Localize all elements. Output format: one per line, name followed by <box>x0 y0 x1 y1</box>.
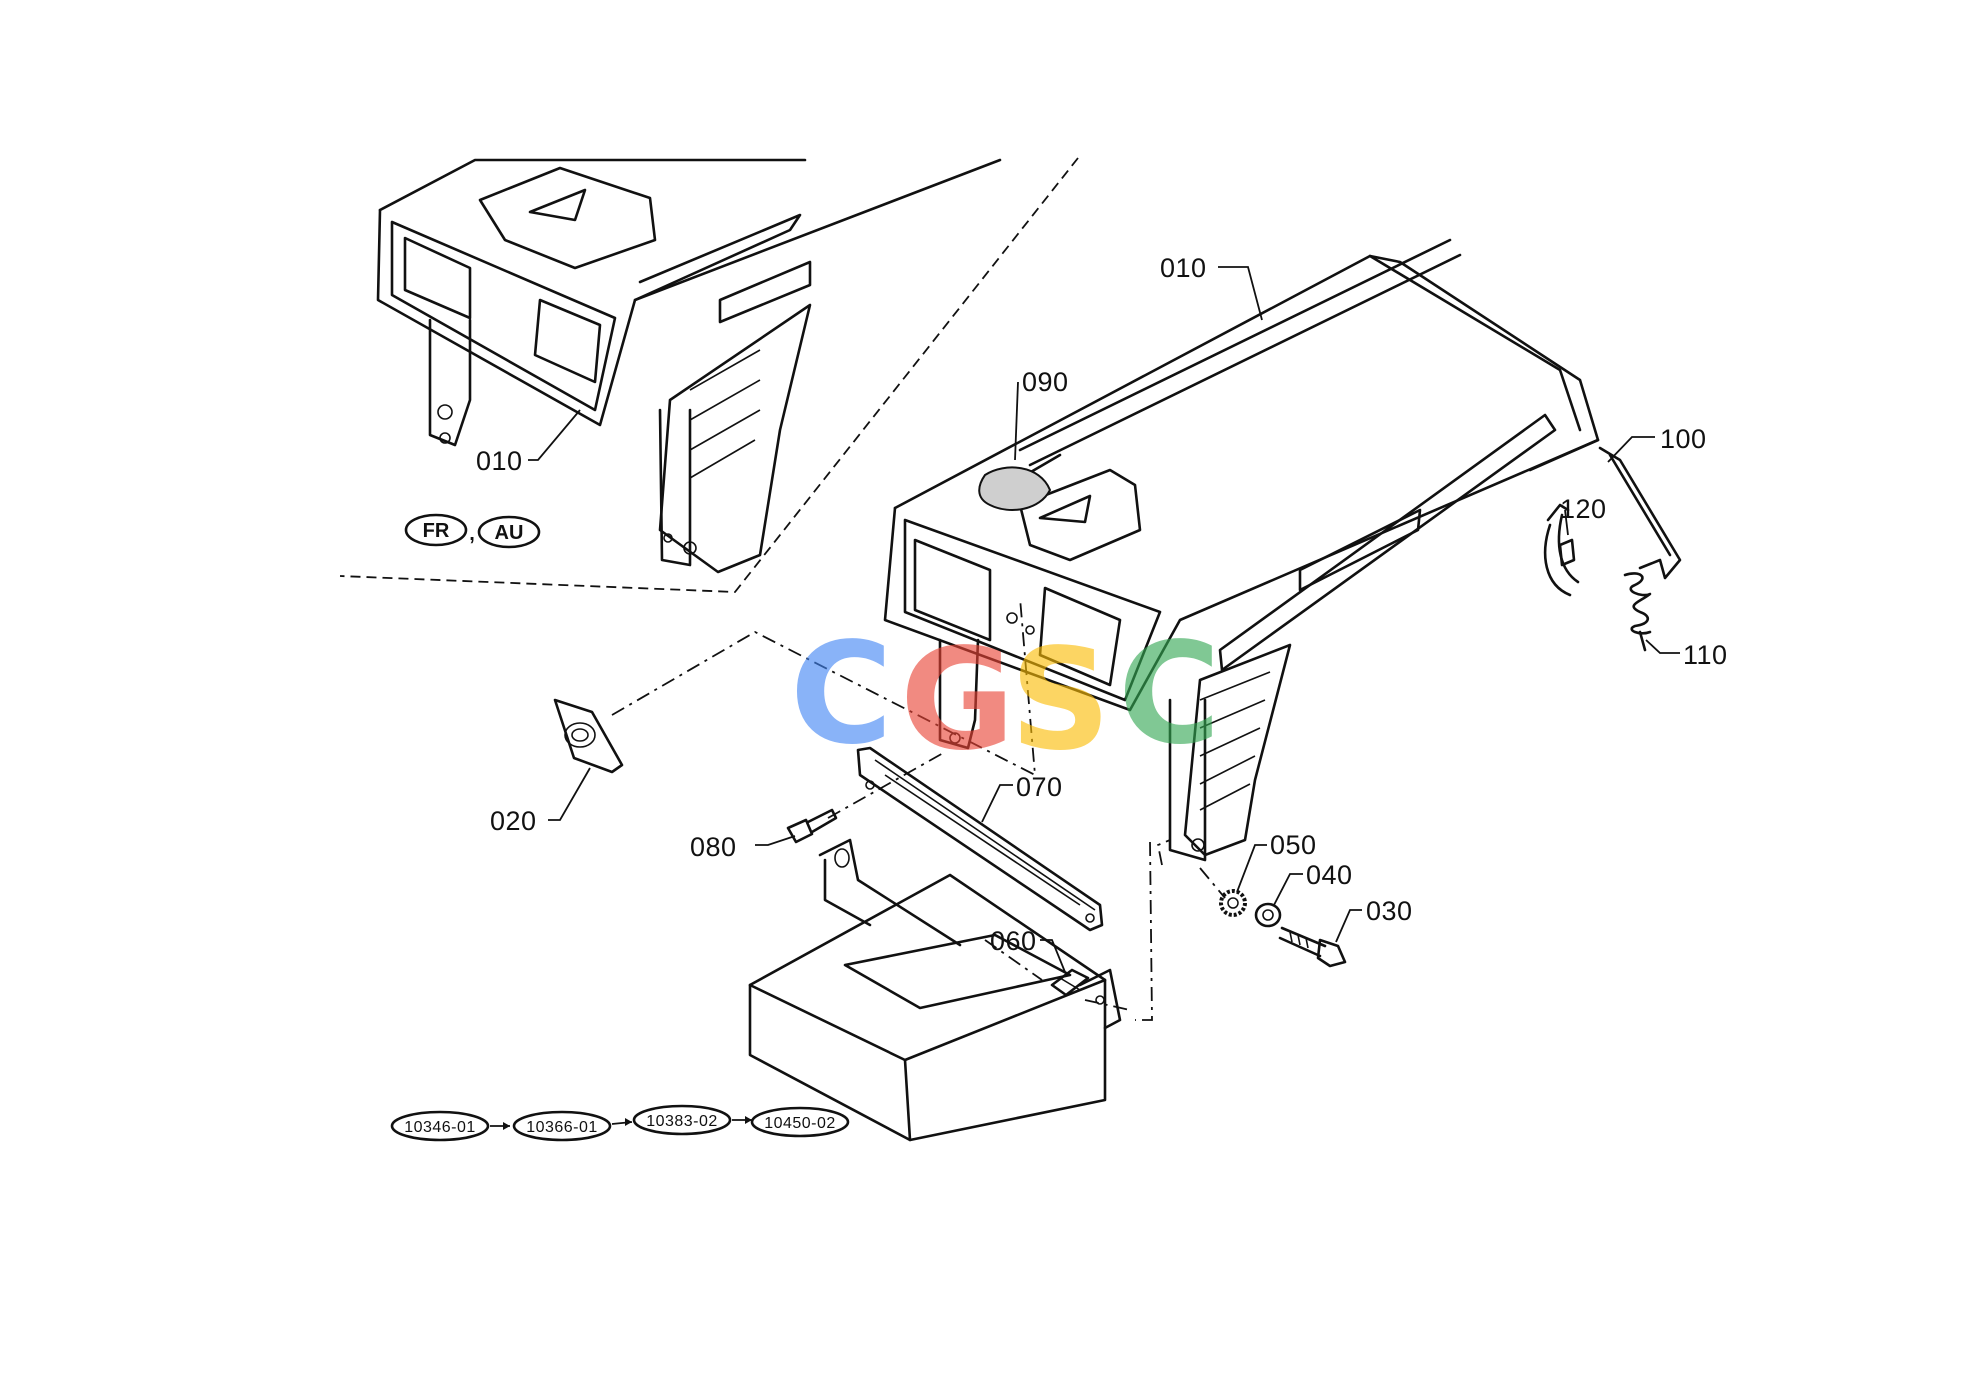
part-labels: 010 010 090 100 120 110 020 070 080 060 … <box>476 253 1728 956</box>
bolt-030 <box>1278 926 1347 968</box>
switch-020 <box>553 698 624 774</box>
bracket-070 <box>856 746 1104 932</box>
washer-050 <box>1219 889 1247 917</box>
label-010-main: 010 <box>1160 253 1207 283</box>
region-badges: FR , AU <box>404 513 541 549</box>
region-badge-fr <box>404 513 468 547</box>
serial-code-3: 10383-02 <box>646 1113 718 1130</box>
washer-040 <box>1254 902 1282 928</box>
region-badge-au <box>477 515 541 549</box>
region-au: AU <box>495 522 524 544</box>
label-090: 090 <box>1022 367 1069 397</box>
inset-view <box>339 157 1079 593</box>
inset-border <box>339 157 1079 593</box>
label-030: 030 <box>1366 896 1413 926</box>
rod-100 <box>1598 446 1682 580</box>
serial-badge-4 <box>750 1106 850 1138</box>
label-040: 040 <box>1306 860 1353 890</box>
watermark-letter-2: G <box>900 619 1015 782</box>
clamp-120 <box>1543 503 1580 597</box>
main-hood-drawing <box>883 238 1600 862</box>
region-fr: FR <box>423 520 450 542</box>
battery-tray <box>748 838 1122 1142</box>
label-070: 070 <box>1016 772 1063 802</box>
label-060: 060 <box>990 926 1037 956</box>
watermark: C G S C <box>790 613 1221 782</box>
label-110: 110 <box>1683 640 1728 670</box>
serial-code-4: 10450-02 <box>764 1115 836 1132</box>
bolt-080 <box>786 808 838 844</box>
label-020: 020 <box>490 806 537 836</box>
serial-code-1: 10346-01 <box>404 1119 476 1136</box>
serial-badge-2 <box>512 1110 612 1142</box>
label-100: 100 <box>1660 424 1707 454</box>
watermark-letter-1: C <box>790 613 893 776</box>
watermark-letter-4: C <box>1118 613 1221 776</box>
alignment-lines <box>611 597 1226 1021</box>
label-010-inset: 010 <box>476 446 523 476</box>
label-080: 080 <box>690 832 737 862</box>
foam-pad-090 <box>978 466 1052 511</box>
serial-badge-3 <box>632 1104 732 1136</box>
watermark-letter-3: S <box>1010 619 1111 782</box>
leader-lines <box>528 266 1680 973</box>
label-120: 120 <box>1560 494 1607 524</box>
serial-code-2: 10366-01 <box>526 1119 598 1136</box>
serial-code-chain: 10346-01 10366-01 10383-02 10450-02 <box>390 1104 850 1142</box>
clip-060 <box>1050 968 1090 997</box>
spring-110 <box>1623 572 1652 652</box>
label-050: 050 <box>1270 830 1317 860</box>
inset-hood-drawing <box>376 158 1002 574</box>
region-separator: , <box>469 523 475 545</box>
serial-badge-1 <box>390 1110 490 1142</box>
